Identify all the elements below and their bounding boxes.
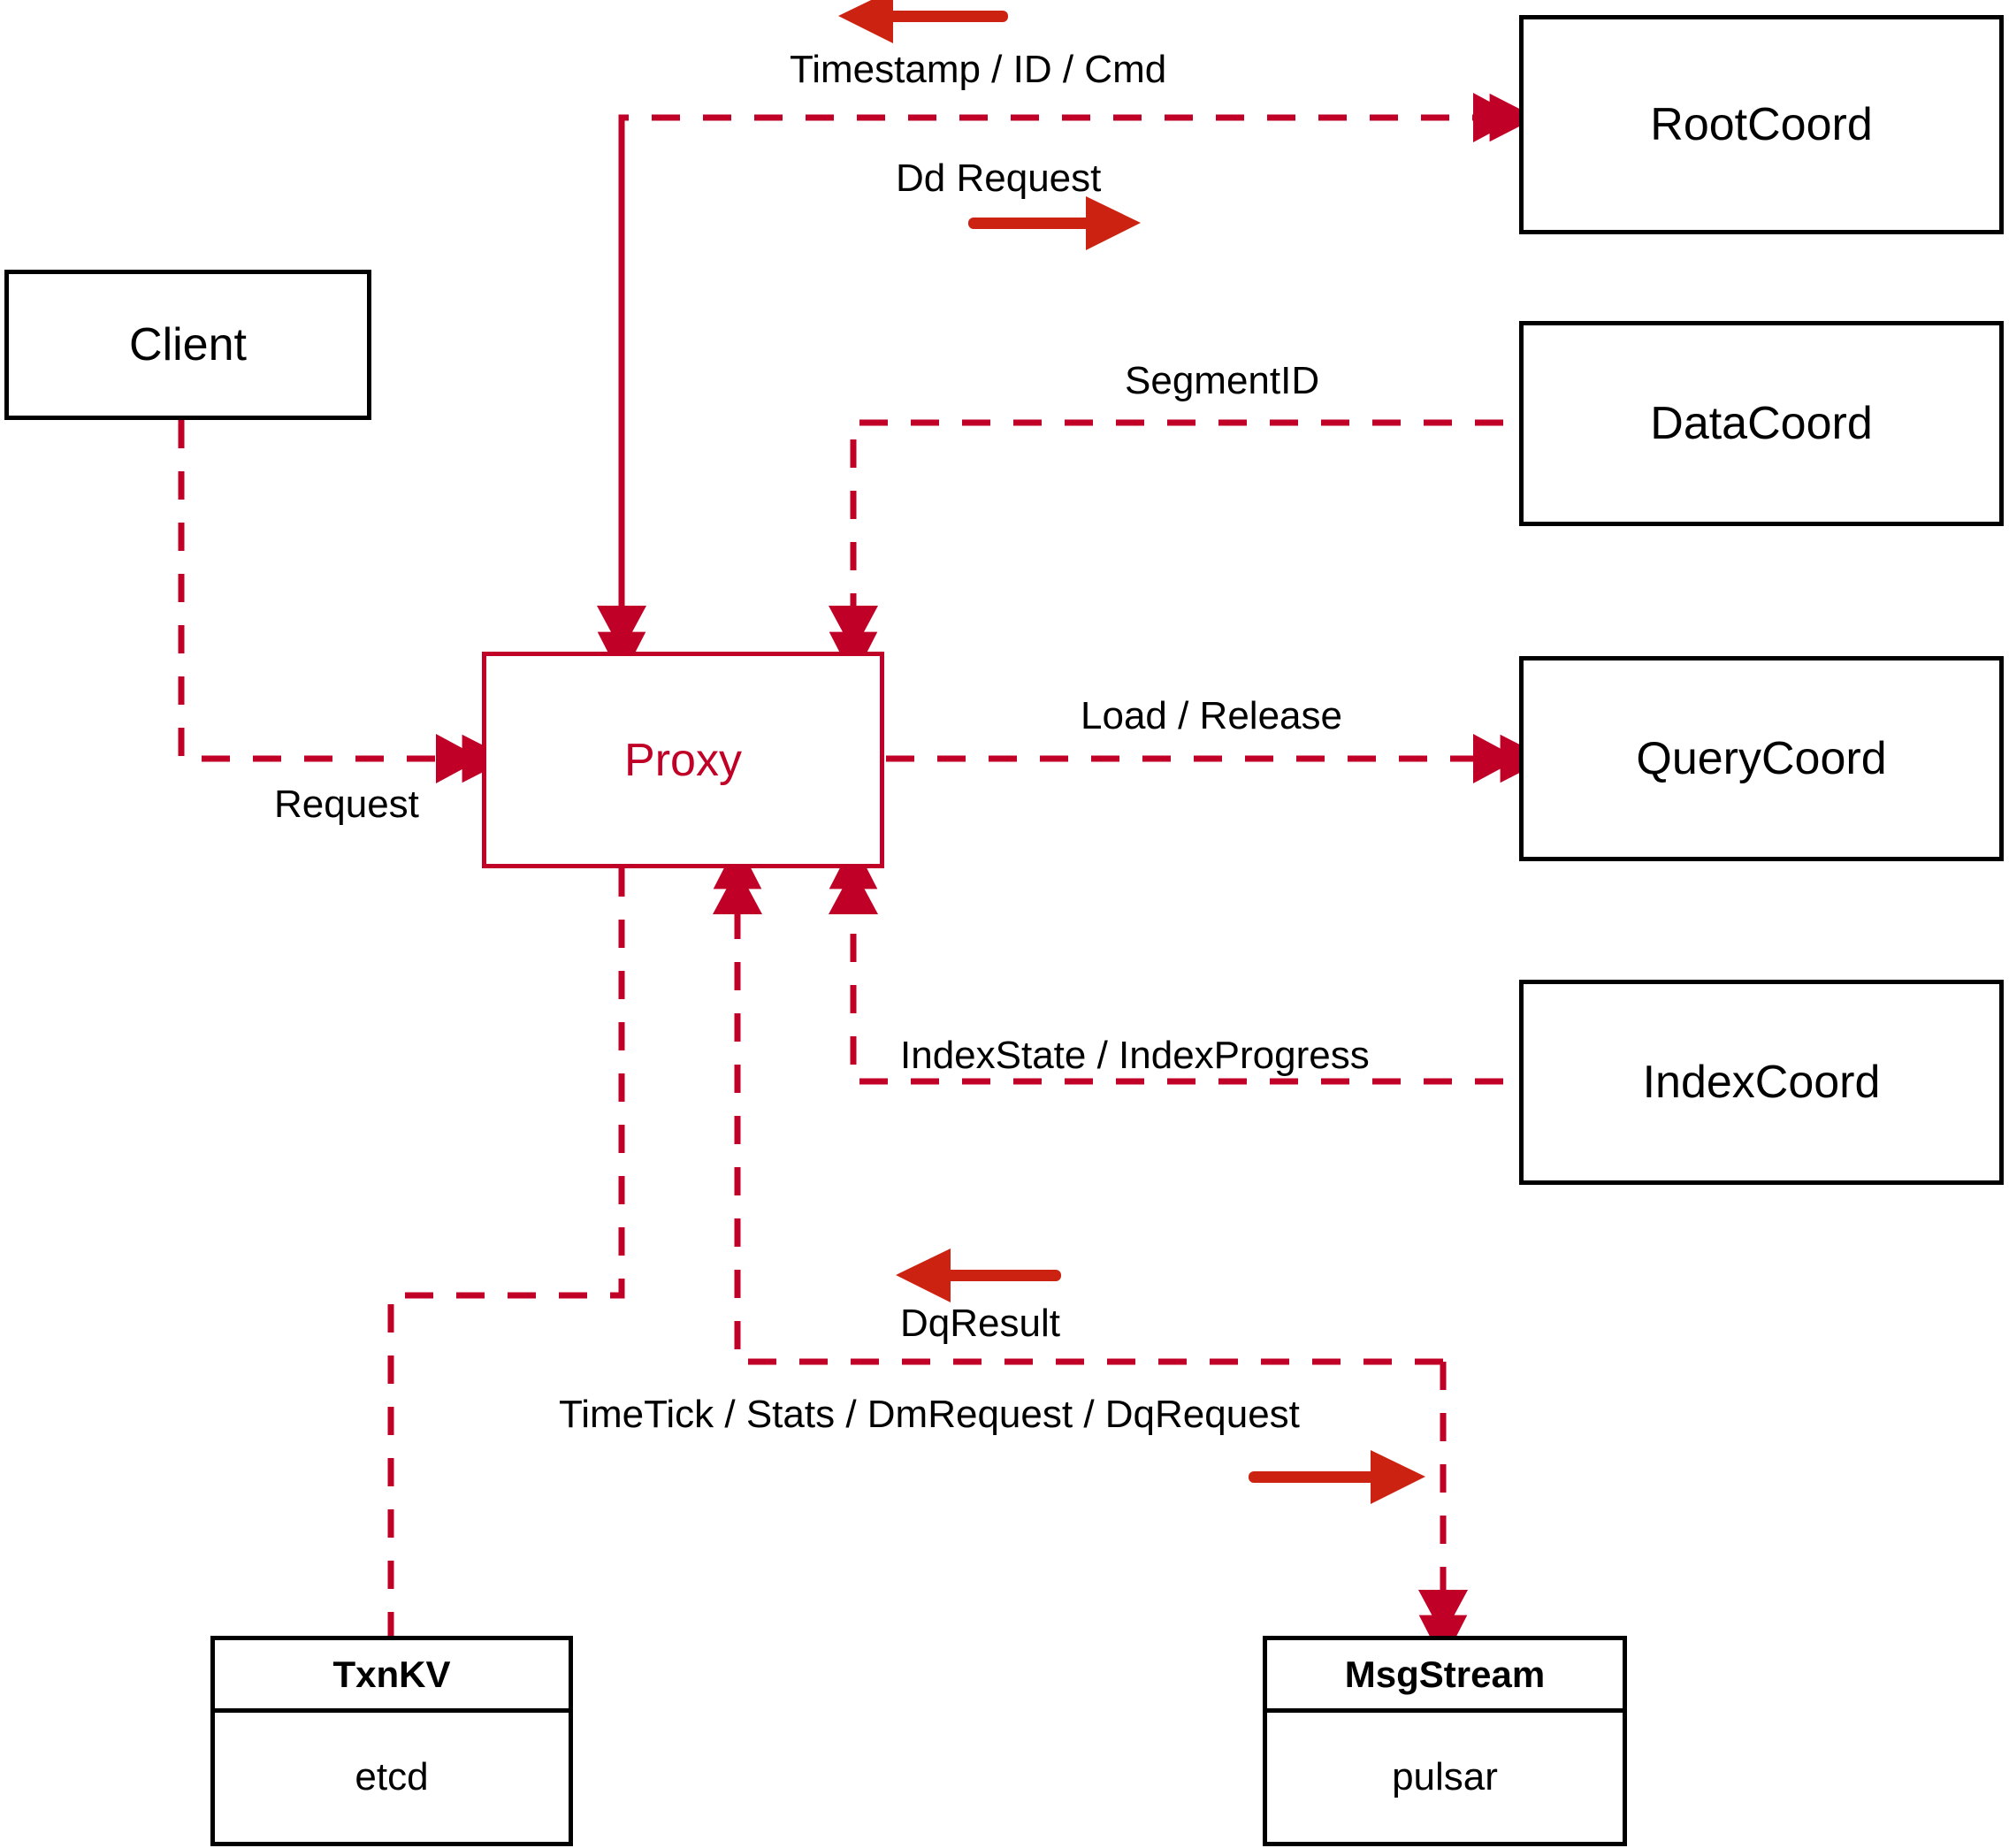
node-rootcoord[interactable]: RootCoord	[1519, 15, 2004, 234]
annotation-arrow-timestamp	[838, 0, 1008, 43]
arrowhead-into-msgstream	[1418, 1590, 1468, 1636]
edge-msgstream-to-proxy	[713, 842, 1443, 1365]
node-rootcoord-label: RootCoord	[1650, 99, 1873, 150]
annotation-arrow-dd-request	[968, 196, 1141, 250]
arrowhead-into-proxy-bottom-right	[829, 868, 878, 914]
component-msgstream-header-label: MsgStream	[1344, 1653, 1546, 1695]
node-indexcoord-label: IndexCoord	[1642, 1057, 1881, 1108]
edge-label-segmentid: SegmentID	[1125, 359, 1320, 402]
annotation-arrow-dqresult	[896, 1249, 1061, 1302]
edge-proxy-to-txnkv	[387, 868, 625, 1636]
node-datacoord-label: DataCoord	[1650, 398, 1873, 449]
arrowhead-into-proxy-top-right	[829, 606, 878, 652]
component-txnkv-body: etcd	[215, 1713, 569, 1842]
node-client[interactable]: Client	[4, 270, 371, 420]
edge-label-request: Request	[274, 783, 419, 826]
node-indexcoord[interactable]: IndexCoord	[1519, 980, 2004, 1185]
component-msgstream-header: MsgStream	[1267, 1640, 1623, 1713]
annotation-arrow-timetick	[1249, 1450, 1425, 1504]
component-txnkv-body-label: etcd	[355, 1755, 429, 1798]
annotation-arrows	[838, 0, 1425, 1504]
arrowhead-into-proxy-bottom-mid	[713, 868, 762, 914]
node-querycoord[interactable]: QueryCoord	[1519, 656, 2004, 861]
node-client-label: Client	[129, 319, 247, 370]
component-txnkv-header-label: TxnKV	[332, 1653, 451, 1695]
arrowhead-into-querycoord	[1473, 734, 1519, 783]
edge-label-timetick-stats: TimeTick / Stats / DmRequest / DqRequest	[559, 1393, 1300, 1436]
edge-label-dd-request: Dd Request	[896, 157, 1102, 200]
arrowheads	[436, 93, 1519, 1636]
arrowhead-into-proxy-left	[436, 734, 482, 783]
edge-indexcoord-to-proxy	[829, 842, 1503, 1085]
arrowhead-into-rootcoord	[1473, 93, 1519, 142]
edge-label-timestamp-id-cmd: Timestamp / ID / Cmd	[790, 48, 1167, 91]
component-msgstream-body-label: pulsar	[1392, 1755, 1498, 1798]
component-msgstream-body: pulsar	[1267, 1713, 1623, 1842]
edge-datacoord-to-proxy	[829, 419, 1503, 679]
node-proxy-label: Proxy	[624, 734, 742, 786]
component-msgstream[interactable]: MsgStream pulsar	[1263, 1636, 1627, 1846]
edge-client-to-proxy	[178, 420, 509, 783]
component-txnkv-header: TxnKV	[215, 1640, 569, 1713]
node-datacoord[interactable]: DataCoord	[1519, 321, 2004, 526]
edge-label-dq-result: DqResult	[900, 1302, 1060, 1345]
arrowhead-into-proxy-top-left	[597, 606, 646, 652]
edge-label-load-release: Load / Release	[1081, 694, 1342, 737]
edge-label-index-state: IndexState / IndexProgress	[900, 1034, 1370, 1077]
node-proxy[interactable]: Proxy	[482, 652, 884, 868]
node-querycoord-label: QueryCoord	[1636, 733, 1887, 784]
component-txnkv[interactable]: TxnKV etcd	[210, 1636, 573, 1846]
